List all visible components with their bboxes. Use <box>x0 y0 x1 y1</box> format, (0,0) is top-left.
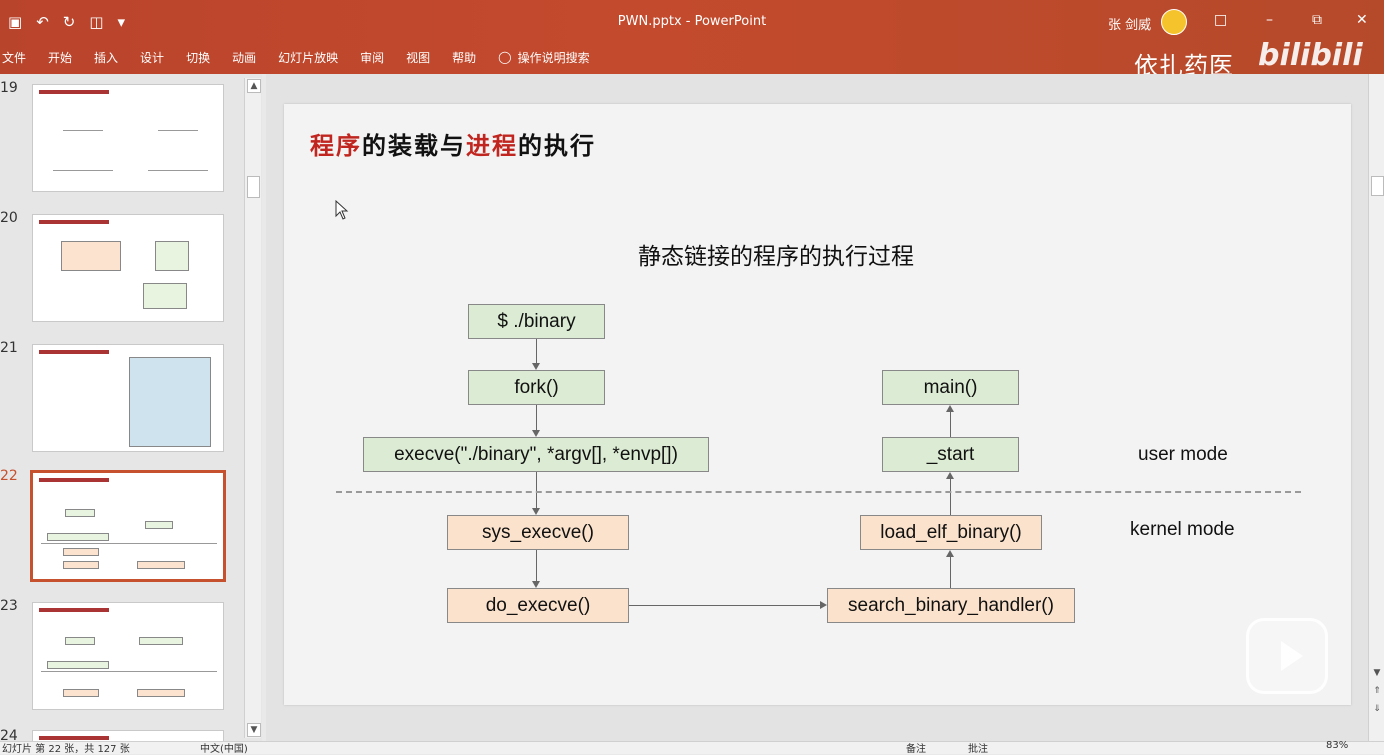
arrowhead <box>946 472 954 479</box>
notes-button[interactable]: 备注 <box>906 744 926 755</box>
scroll-down-icon[interactable]: ▼ <box>1373 668 1381 678</box>
arrow <box>950 479 951 515</box>
arrow <box>950 557 951 588</box>
box-binary[interactable]: $ ./binary <box>468 304 605 339</box>
restore-icon[interactable]: ⧉ <box>1312 12 1322 28</box>
bilibili-logo: bilibili <box>1258 38 1363 73</box>
box-main[interactable]: main() <box>882 370 1019 405</box>
user-mode-label: user mode <box>1138 444 1228 465</box>
title-part: 进程 <box>466 131 518 160</box>
undo-icon[interactable]: ↶ <box>36 13 49 31</box>
avatar[interactable] <box>1161 9 1187 35</box>
mode-divider <box>336 491 1301 493</box>
diagram-subtitle: 静态链接的程序的执行过程 <box>638 244 914 270</box>
arrowhead <box>532 581 540 588</box>
menu-file[interactable]: 文件 <box>2 50 27 65</box>
status-bar: 幻灯片 第 22 张，共 127 张 中文(中国) 备注 批注 83% <box>0 740 1384 755</box>
menu-bar: 文件 开始 插入 设计 切换 动画 幻灯片放映 审阅 视图 帮助 ◯ 操作说明搜… <box>0 46 612 68</box>
language-indicator[interactable]: 中文(中国) <box>200 744 248 755</box>
arrow <box>536 339 537 363</box>
slide-thumbnail-22[interactable] <box>30 470 226 582</box>
menu-review[interactable]: 审阅 <box>360 50 385 65</box>
menu-home[interactable]: 开始 <box>48 50 73 65</box>
arrowhead <box>946 405 954 412</box>
quick-access-toolbar: ▣ ↶ ↻ ◫ ▾ <box>8 8 139 36</box>
comments-button[interactable]: 批注 <box>968 744 988 755</box>
slide-title: 程序的装载与进程的执行 <box>310 126 596 161</box>
arrowhead <box>532 430 540 437</box>
slide-thumbnail-20[interactable] <box>32 214 224 322</box>
title-part: 的执行 <box>518 131 596 160</box>
slide-thumbnail-24[interactable] <box>32 730 224 741</box>
slide-scrollbar[interactable]: ▼ ⇑ ⇓ <box>1368 74 1384 741</box>
arrowhead <box>820 601 827 609</box>
arrow <box>629 605 820 606</box>
next-slide-icon[interactable]: ⇓ <box>1373 704 1381 714</box>
customize-icon[interactable]: ▾ <box>117 13 126 31</box>
thumb-number: 19 <box>0 80 18 96</box>
arrowhead <box>946 550 954 557</box>
window-title: PWN.pptx - PowerPoint <box>617 14 767 29</box>
slide-editing-area: 程序的装载与进程的执行 静态链接的程序的执行过程 $ ./binary fork… <box>266 74 1368 741</box>
menu-animations[interactable]: 动画 <box>232 50 257 65</box>
menu-transitions[interactable]: 切换 <box>186 50 211 65</box>
previous-slide-icon[interactable]: ⇑ <box>1373 686 1381 696</box>
slide-counter: 幻灯片 第 22 张，共 127 张 <box>2 744 130 755</box>
menu-slideshow[interactable]: 幻灯片放映 <box>278 50 339 65</box>
scroll-thumb[interactable] <box>1371 176 1384 196</box>
box-sys-execve[interactable]: sys_execve() <box>447 515 629 550</box>
slide-thumbnail-19[interactable] <box>32 84 224 192</box>
user-name[interactable]: 张 剑威 <box>1108 18 1152 33</box>
arrow <box>536 405 537 430</box>
close-icon[interactable]: ✕ <box>1356 12 1368 28</box>
arrow <box>536 472 537 508</box>
play-button-icon[interactable] <box>1246 618 1328 694</box>
menu-help[interactable]: 帮助 <box>452 50 477 65</box>
title-part: 的装载与 <box>362 131 466 160</box>
box-fork[interactable]: fork() <box>468 370 605 405</box>
box-load-elf-binary[interactable]: load_elf_binary() <box>860 515 1042 550</box>
arrowhead <box>532 508 540 515</box>
tell-me-search[interactable]: 操作说明搜索 <box>517 50 590 65</box>
slide-thumbnail-pane: 19 20 21 22 23 24 <box>0 74 262 741</box>
ribbon-display-icon[interactable]: □ <box>1214 12 1228 28</box>
ribbon: ▣ ↶ ↻ ◫ ▾ PWN.pptx - PowerPoint 张 剑威 □ –… <box>0 0 1384 80</box>
scroll-thumb[interactable] <box>247 176 260 198</box>
save-icon[interactable]: ▣ <box>8 13 23 31</box>
thumbnail-scrollbar[interactable]: ▲ ▼ <box>244 78 261 738</box>
menu-view[interactable]: 视图 <box>406 50 431 65</box>
kernel-mode-label: kernel mode <box>1130 519 1235 540</box>
lightbulb-icon[interactable]: ◯ <box>498 50 512 64</box>
slide-thumbnail-23[interactable] <box>32 602 224 710</box>
slide-canvas[interactable]: 程序的装载与进程的执行 静态链接的程序的执行过程 $ ./binary fork… <box>284 104 1351 705</box>
box-start[interactable]: _start <box>882 437 1019 472</box>
thumb-number: 24 <box>0 728 18 741</box>
title-part: 程序 <box>310 131 362 160</box>
arrowhead <box>532 363 540 370</box>
menu-insert[interactable]: 插入 <box>94 50 119 65</box>
redo-icon[interactable]: ↻ <box>62 13 76 31</box>
minimize-icon[interactable]: – <box>1266 12 1273 28</box>
arrow <box>536 550 537 581</box>
slideshow-icon[interactable]: ◫ <box>89 13 104 31</box>
zoom-level[interactable]: 83% <box>1326 740 1349 751</box>
scroll-up-icon[interactable]: ▲ <box>247 79 261 93</box>
thumb-number: 22 <box>0 468 18 484</box>
box-search-binary-handler[interactable]: search_binary_handler() <box>827 588 1075 623</box>
menu-design[interactable]: 设计 <box>140 50 165 65</box>
mouse-cursor-icon <box>335 200 349 220</box>
thumb-number: 23 <box>0 598 18 614</box>
scroll-down-icon[interactable]: ▼ <box>247 723 261 737</box>
slide-thumbnail-21[interactable] <box>32 344 224 452</box>
box-do-execve[interactable]: do_execve() <box>447 588 629 623</box>
arrow <box>950 412 951 437</box>
thumb-number: 21 <box>0 340 18 356</box>
thumb-number: 20 <box>0 210 18 226</box>
box-execve[interactable]: execve("./binary", *argv[], *envp[]) <box>363 437 709 472</box>
